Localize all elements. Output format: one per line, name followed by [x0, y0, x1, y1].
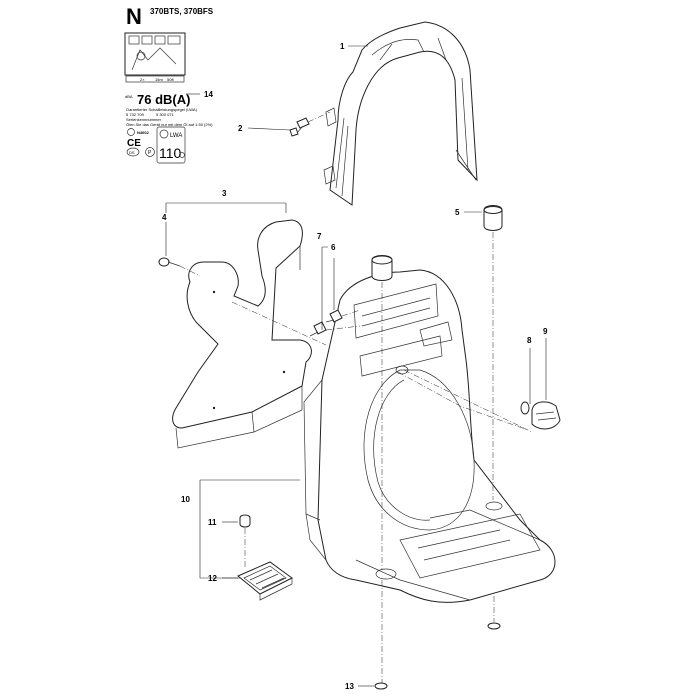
- callout-numbers: 1 2 3 4 5 6 7 8 9 10 11 12 13 14: [162, 42, 548, 691]
- part-5b-bumper: [371, 255, 393, 684]
- part-10-main-frame: [303, 269, 556, 603]
- callout-3: 3: [222, 189, 227, 198]
- part-1-frame: [323, 21, 478, 206]
- part-5-bumper: [483, 205, 503, 500]
- pictogram-tag-left: 2×: [140, 77, 145, 82]
- decal-label: 2× 15m 50ft dBA 76 dB(A) Garantierter Sc…: [124, 32, 213, 164]
- part-13-foot: [374, 596, 501, 690]
- part-11-12-buckle: [237, 514, 293, 601]
- model-codes: 370BTS, 370BFS: [150, 7, 214, 16]
- pictogram-tag-right: 50ft: [167, 77, 175, 82]
- callout-4: 4: [162, 213, 167, 222]
- callout-2: 2: [238, 124, 243, 133]
- sound-prefix: dBA: [125, 94, 133, 99]
- ear-protection-icon: [159, 129, 169, 139]
- callout-5: 5: [455, 208, 460, 217]
- lwa-value: 110: [159, 145, 182, 161]
- ds-mark: DS: [129, 150, 135, 155]
- decal-line-2a: 5 732 709: [126, 112, 145, 117]
- pictogram-tag-mid: 15m: [155, 77, 163, 82]
- p-seal-icon: [145, 147, 155, 157]
- part-3-back-pad: [172, 219, 327, 449]
- callout-6: 6: [331, 243, 336, 252]
- sound-level-value: 76 dB(A): [137, 92, 190, 107]
- callout-9: 9: [543, 327, 548, 336]
- pictogram-book-icon: [128, 35, 140, 45]
- callout-13: 13: [345, 682, 354, 691]
- pictogram-boots-icon: [167, 35, 181, 45]
- callout-10: 10: [181, 495, 190, 504]
- decal-line-2b: 5 300 071: [156, 112, 175, 117]
- part-4-rivet: [158, 257, 201, 277]
- callout-leaders: [165, 45, 547, 687]
- decal-line-4: Ölen Sie das Gerät nur mit dem Öl auf 1:…: [126, 122, 213, 127]
- callout-7: 7: [317, 232, 322, 241]
- ds-seal-icon: [126, 147, 140, 157]
- ce-mark: CE: [127, 138, 141, 149]
- section-letter: N: [126, 4, 142, 29]
- lwa-label: LWA: [170, 133, 182, 139]
- pictogram-helmet-icon: [141, 35, 153, 45]
- part-8-9-knob: [403, 369, 561, 433]
- callout-11: 11: [208, 518, 217, 527]
- callout-12: 12: [208, 574, 217, 583]
- callout-8: 8: [527, 336, 532, 345]
- approval-seal-icon: [127, 128, 135, 136]
- p-mark: P: [148, 150, 152, 156]
- callout-14: 14: [204, 90, 213, 99]
- pictogram-gloves-icon: [154, 35, 166, 45]
- decal-code: N4602: [137, 130, 150, 135]
- lwa-box: [156, 126, 186, 164]
- pictogram-warning-icon: [136, 51, 146, 61]
- part-6-7-screws: [309, 309, 361, 337]
- callout-1: 1: [340, 42, 345, 51]
- decal-line-3: Serienkennnummer: [126, 117, 162, 122]
- part-2-screws: [289, 111, 331, 137]
- decal-line-1: Garantierter Schallleistungspegel (LWA): [126, 107, 198, 112]
